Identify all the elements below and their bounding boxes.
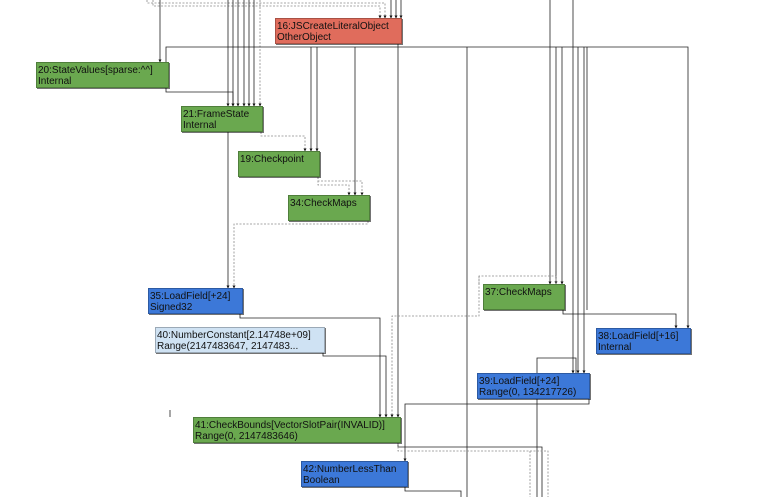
node-35-load-field[interactable]: 35:LoadField[+24] Signed32 [148, 288, 243, 314]
edge-27 [260, 132, 307, 152]
node-40-type: Range(2147483647, 2147483... [157, 341, 299, 352]
edge-35 [390, 276, 480, 418]
edges [146, 0, 690, 497]
edge-39 [403, 399, 590, 462]
edge-36 [562, 310, 678, 329]
edge-43 [404, 487, 462, 497]
node-34-label: 34:CheckMaps [290, 198, 357, 209]
edge-33 [322, 353, 388, 418]
node-39-label: 39:LoadField[+24] [479, 376, 560, 387]
node-16-js-create-literal-object[interactable]: 16:JSCreateLiteralObject OtherObject [275, 18, 402, 44]
edge-30 [317, 177, 351, 196]
node-19-label: 19:Checkpoint [240, 154, 304, 165]
node-39-type: Range(0, 134217726) [479, 387, 577, 398]
node-38-load-field[interactable]: 38:LoadField[+16] Internal [596, 328, 691, 354]
node-42-number-less-than[interactable]: 42:NumberLessThan Boolean [301, 461, 408, 487]
edge-31 [232, 221, 369, 289]
edge-41 [397, 443, 549, 497]
node-16-label: 16:JSCreateLiteralObject [277, 21, 389, 32]
node-42-label: 42:NumberLessThan [303, 464, 397, 475]
node-16-type: OtherObject [277, 32, 331, 43]
edge-34 [478, 275, 557, 284]
node-41-type: Range(0, 2147483646) [195, 431, 298, 442]
node-42-type: Boolean [303, 475, 340, 486]
edge-14 [165, 46, 690, 329]
node-37-label: 37:CheckMaps [485, 287, 552, 298]
edge-32 [239, 314, 382, 418]
node-21-label: 21:FrameState [183, 109, 250, 120]
node-41-check-bounds[interactable]: 41:CheckBounds[VectorSlotPair(INVALID)] … [193, 417, 401, 443]
node-37-check-maps[interactable]: 37:CheckMaps [483, 284, 565, 310]
node-21-frame-state[interactable]: 21:FrameState Internal [181, 106, 263, 132]
node-40-number-constant[interactable]: 40:NumberConstant[2.14748e+09] Range(214… [155, 327, 325, 353]
node-21-type: Internal [183, 120, 217, 131]
edge-0 [146, 0, 387, 19]
edge-1 [152, 0, 382, 19]
node-20-type: Internal [38, 76, 72, 87]
node-35-type: Signed32 [150, 302, 193, 313]
node-38-label: 38:LoadField[+16] [598, 331, 679, 342]
node-19-checkpoint[interactable]: 19:Checkpoint [238, 151, 320, 177]
node-20-label: 20:StateValues[sparse:^^] [38, 65, 153, 76]
node-40-label: 40:NumberConstant[2.14748e+09] [157, 330, 311, 341]
node-20-state-values[interactable]: 20:StateValues[sparse:^^] Internal [36, 62, 169, 88]
node-41-label: 41:CheckBounds[VectorSlotPair(INVALID)] [195, 420, 385, 431]
node-39-load-field[interactable]: 39:LoadField[+24] Range(0, 134217726) [477, 373, 590, 399]
edge-13 [165, 88, 235, 107]
node-35-label: 35:LoadField[+24] [150, 291, 231, 302]
node-38-type: Internal [598, 342, 632, 353]
node-34-check-maps[interactable]: 34:CheckMaps [288, 195, 370, 221]
